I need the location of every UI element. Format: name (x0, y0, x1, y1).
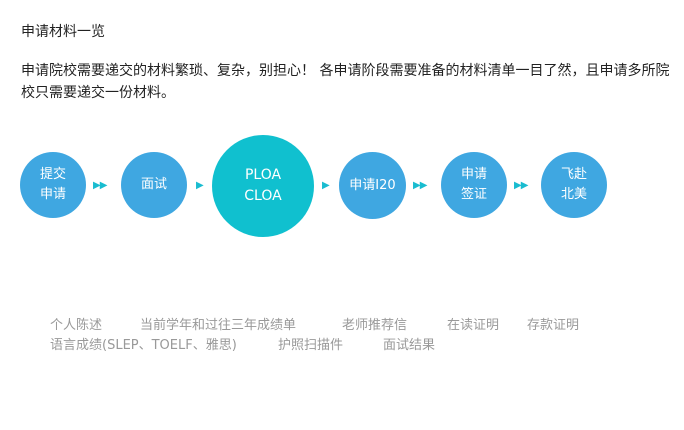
material-transcripts: 当前学年和过往三年成绩单 (140, 318, 297, 333)
arrow-icon: ▶ (322, 180, 330, 191)
step-apply-visa: 申请 签证 (441, 152, 507, 218)
step-apply-i20: 申请I20 (339, 152, 406, 219)
material-interview-result: 面试结果 (383, 338, 436, 353)
step-ploa-cloa: PLOA CLOA (212, 135, 314, 237)
application-flow: 提交 申请 ▶▶ 面试 ▶ PLOA CLOA ▶ 申请I20 ▶▶ 申请 签证… (20, 135, 607, 237)
double-arrow-icon: ▶▶ (514, 180, 528, 191)
material-enrollment-certificate: 在读证明 (447, 318, 500, 333)
step-submit-application: 提交 申请 (20, 152, 86, 218)
materials-row: 语言成绩(SLEP、TOELF、雅思) 护照扫描件 面试结果 (50, 336, 579, 356)
page-description: 申请院校需要递交的材料繁琐、复杂，别担心！ 各申请阶段需要准备的材料清单一目了然… (21, 63, 670, 101)
material-passport-scan: 护照扫描件 (278, 338, 344, 353)
materials-list: 个人陈述 当前学年和过往三年成绩单 老师推荐信 在读证明 存款证明 语言成绩(SLEP、… (50, 316, 579, 356)
step-interview: 面试 (121, 152, 187, 218)
double-arrow-icon: ▶▶ (93, 180, 107, 191)
arrow-icon: ▶ (196, 180, 204, 191)
page-title: 申请材料一览 (21, 24, 105, 40)
material-personal-statement: 个人陈述 (50, 318, 103, 333)
material-language-scores: 语言成绩(SLEP、TOELF、雅思) (50, 338, 237, 353)
material-recommendation-letter: 老师推荐信 (342, 318, 408, 333)
material-deposit-certificate: 存款证明 (527, 318, 580, 333)
double-arrow-icon: ▶▶ (413, 180, 427, 191)
step-fly-north-america: 飞赴 北美 (541, 152, 607, 218)
materials-row: 个人陈述 当前学年和过往三年成绩单 老师推荐信 在读证明 存款证明 (50, 316, 579, 336)
